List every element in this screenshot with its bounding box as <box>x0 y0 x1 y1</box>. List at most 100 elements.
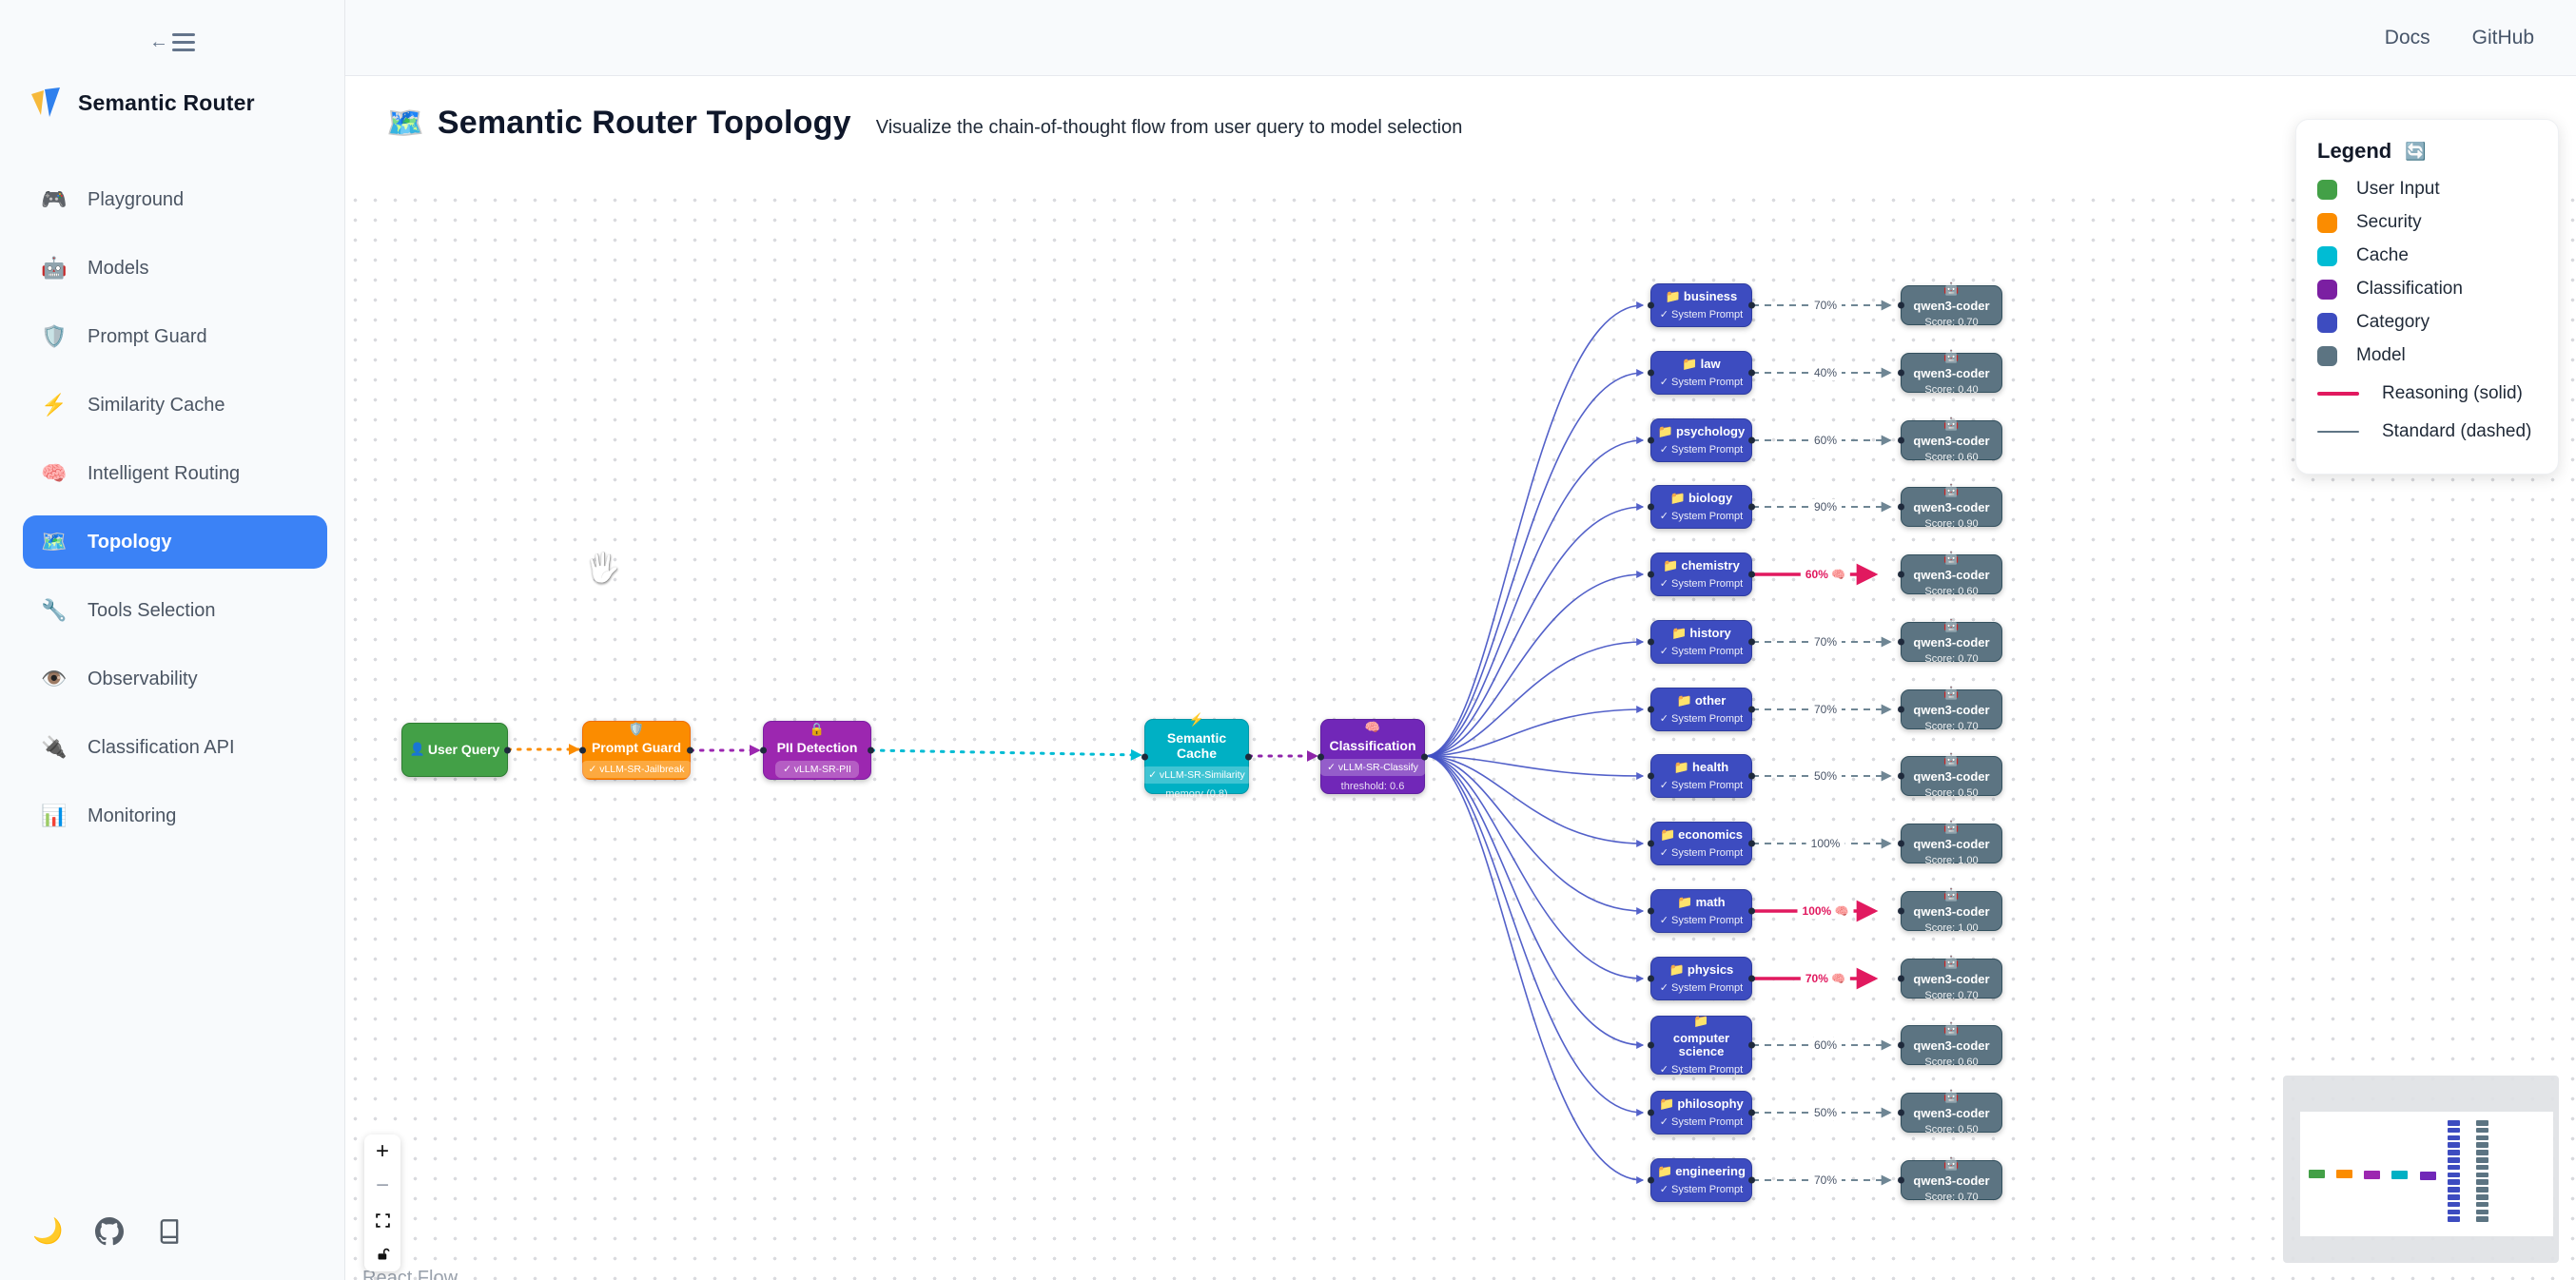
model-title: 🤖qwen3-coder <box>1902 417 2001 449</box>
input-handle <box>1898 503 1904 511</box>
category-node-chemistry[interactable]: 📁chemistry✓ System Prompt <box>1648 553 1755 596</box>
category-name: other <box>1694 693 1727 708</box>
category-node-economics[interactable]: 📁economics✓ System Prompt <box>1648 822 1755 865</box>
sidebar-item-playground[interactable]: 🎮Playground <box>23 173 327 226</box>
model-name: qwen3-coder <box>1913 568 1990 582</box>
github-link[interactable]: GitHub <box>2471 26 2534 48</box>
model-title: 🤖qwen3-coder <box>1902 551 2001 583</box>
input-handle <box>1898 706 1904 713</box>
edge-percentage-label: 60% 🧠 <box>1800 567 1851 582</box>
folder-icon: 📁 <box>1657 1164 1673 1179</box>
lock-button[interactable] <box>364 1237 400 1271</box>
minimap-model-node <box>2476 1216 2488 1222</box>
input-handle <box>1648 1176 1654 1184</box>
sidebar-item-models[interactable]: 🤖Models <box>23 242 327 295</box>
minimap-category-node <box>2448 1150 2460 1155</box>
category-node-math[interactable]: 📁math✓ System Prompt <box>1648 889 1755 933</box>
category-title: 📁psychology <box>1652 424 1750 439</box>
edge-percentage-label: 70% <box>1808 634 1843 650</box>
sidebar-item-classification-api[interactable]: 🔌Classification API <box>23 721 327 774</box>
edge-percentage-label: 50% <box>1808 1105 1843 1120</box>
user-query-icon: 👤 <box>409 742 425 757</box>
node-user-query[interactable]: 👤User Query <box>401 723 511 777</box>
model-title: 🤖qwen3-coder <box>1902 820 2001 852</box>
sidebar-item-tools-selection[interactable]: 🔧Tools Selection <box>23 584 327 637</box>
theme-toggle-moon-icon[interactable]: 🌙 <box>32 1216 64 1245</box>
sidebar-item-intelligent-routing[interactable]: 🧠Intelligent Routing <box>23 447 327 500</box>
category-node-history[interactable]: 📁history✓ System Prompt <box>1648 620 1755 664</box>
sidebar-item-similarity-cache[interactable]: ⚡Similarity Cache <box>23 378 327 432</box>
category-node-health[interactable]: 📁health✓ System Prompt <box>1648 754 1755 798</box>
minimap-chain-node <box>2364 1171 2380 1179</box>
sidebar-item-observability[interactable]: 👁️Observability <box>23 652 327 706</box>
sidebar-item-monitoring[interactable]: 📊Monitoring <box>23 789 327 843</box>
input-handle <box>760 747 767 754</box>
robot-icon: 🤖 <box>1943 752 1960 767</box>
docs-book-icon[interactable] <box>156 1218 183 1245</box>
category-name: philosophy <box>1677 1096 1744 1112</box>
edge-percentage-label: 60% <box>1808 1038 1843 1053</box>
category-node-business[interactable]: 📁business✓ System Prompt <box>1648 283 1755 327</box>
model-name: qwen3-coder <box>1913 299 1990 313</box>
category-title: 📁physics <box>1664 962 1740 978</box>
category-node-engineering[interactable]: 📁engineering✓ System Prompt <box>1648 1158 1755 1202</box>
robot-icon: 🤖 <box>1943 349 1960 364</box>
category-node-biology[interactable]: 📁biology✓ System Prompt <box>1648 485 1755 529</box>
flow-canvas[interactable]: 🗺️ Semantic Router Topology Visualize th… <box>345 76 2576 1280</box>
page-title: Semantic Router Topology <box>437 105 851 141</box>
minimap-category-node <box>2448 1201 2460 1208</box>
output-handle <box>687 747 693 754</box>
node-title-text: Classification <box>1329 737 1416 753</box>
github-icon[interactable] <box>95 1216 125 1246</box>
minimap[interactable] <box>2283 1076 2559 1263</box>
category-node-other[interactable]: 📁other✓ System Prompt <box>1648 688 1755 731</box>
legend-item: Model <box>2317 345 2537 366</box>
model-name: qwen3-coder <box>1913 635 1990 650</box>
category-node-physics[interactable]: 📁physics✓ System Prompt <box>1648 957 1755 1000</box>
sidebar-item-label: Monitoring <box>88 805 177 826</box>
category-title: 📁other <box>1671 693 1732 708</box>
zoom-out-button[interactable]: − <box>364 1169 400 1203</box>
minimap-chain-node <box>2309 1170 2325 1178</box>
category-node-philosophy[interactable]: 📁philosophy✓ System Prompt <box>1648 1091 1755 1135</box>
category-title: 📁philosophy <box>1653 1096 1749 1112</box>
prompt-guard-icon: 🛡️ <box>41 324 68 348</box>
sidebar-item-topology[interactable]: 🗺️Topology <box>23 515 327 569</box>
model-title: 🤖qwen3-coder <box>1902 1089 2001 1121</box>
category-name: business <box>1683 289 1738 304</box>
sidebar-collapse-button[interactable]: ← <box>149 32 195 51</box>
category-node-psychology[interactable]: 📁psychology✓ System Prompt <box>1648 418 1755 462</box>
docs-link[interactable]: Docs <box>2384 26 2430 48</box>
node-prompt-guard[interactable]: 🛡️Prompt Guard✓ vLLM-SR-Jailbreak <box>579 721 693 780</box>
category-node-law[interactable]: 📁law✓ System Prompt <box>1648 351 1755 395</box>
minimap-model-node <box>2476 1157 2488 1163</box>
node-pii-detection[interactable]: 🔒PII Detection✓ vLLM-SR-PII <box>760 721 874 780</box>
input-handle <box>1648 503 1654 511</box>
fit-view-button[interactable] <box>364 1203 400 1237</box>
legend-refresh-icon[interactable]: 🔄 <box>2405 141 2427 161</box>
system-prompt-label: ✓ System Prompt <box>1659 577 1744 590</box>
category-title: 📁economics <box>1654 827 1748 843</box>
sidebar-item-label: Models <box>88 257 149 279</box>
category-node-computer-science[interactable]: 📁computer science✓ System Prompt <box>1648 1014 1755 1076</box>
sidebar-item-prompt-guard[interactable]: 🛡️Prompt Guard <box>23 310 327 363</box>
model-score: Score: 0.40 <box>1924 383 1979 396</box>
zoom-in-button[interactable]: + <box>364 1135 400 1169</box>
